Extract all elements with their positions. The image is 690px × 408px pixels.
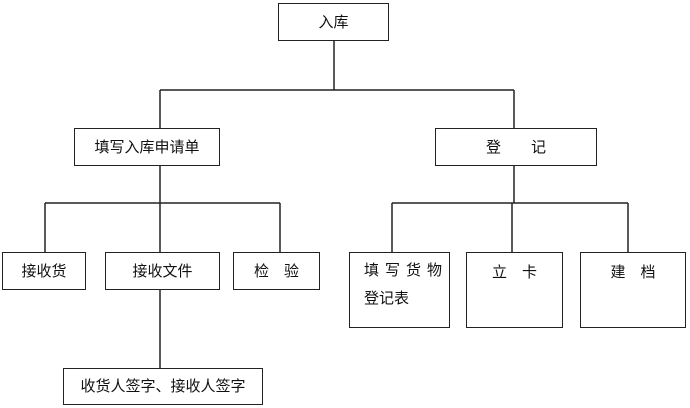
node-fill-goods-register-form: 填写货物 登记表 — [349, 252, 450, 328]
node-signatures: 收货人签字、接收人签字 — [63, 368, 263, 405]
node-create-card: 立 卡 — [466, 252, 563, 328]
node-receive-goods: 接收货 — [2, 252, 86, 290]
node-inbound: 入库 — [278, 3, 389, 41]
node-fill-inbound-application: 填写入库申请单 — [74, 128, 220, 166]
node-create-archive: 建 档 — [580, 252, 686, 328]
node-receive-documents: 接收文件 — [105, 252, 220, 290]
node-fill-goods-register-form-line2: 登记表 — [364, 289, 410, 307]
node-inspect: 检 验 — [233, 252, 320, 290]
node-register: 登 记 — [435, 128, 597, 166]
node-fill-goods-register-form-line1: 填写货物 — [364, 261, 449, 279]
